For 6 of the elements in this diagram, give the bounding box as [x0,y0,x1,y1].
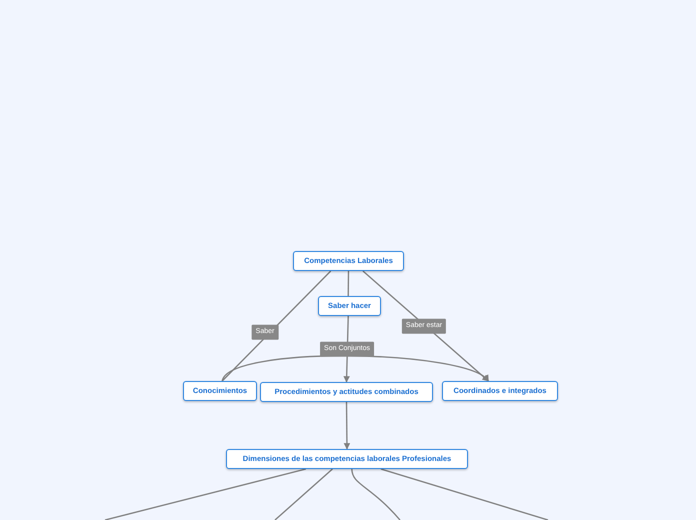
connector-line [274,468,333,520]
connector-line [104,468,306,520]
connector-line [348,271,350,296]
connector-line [344,402,350,450]
connector-line [380,468,548,520]
connector-line [351,468,400,520]
